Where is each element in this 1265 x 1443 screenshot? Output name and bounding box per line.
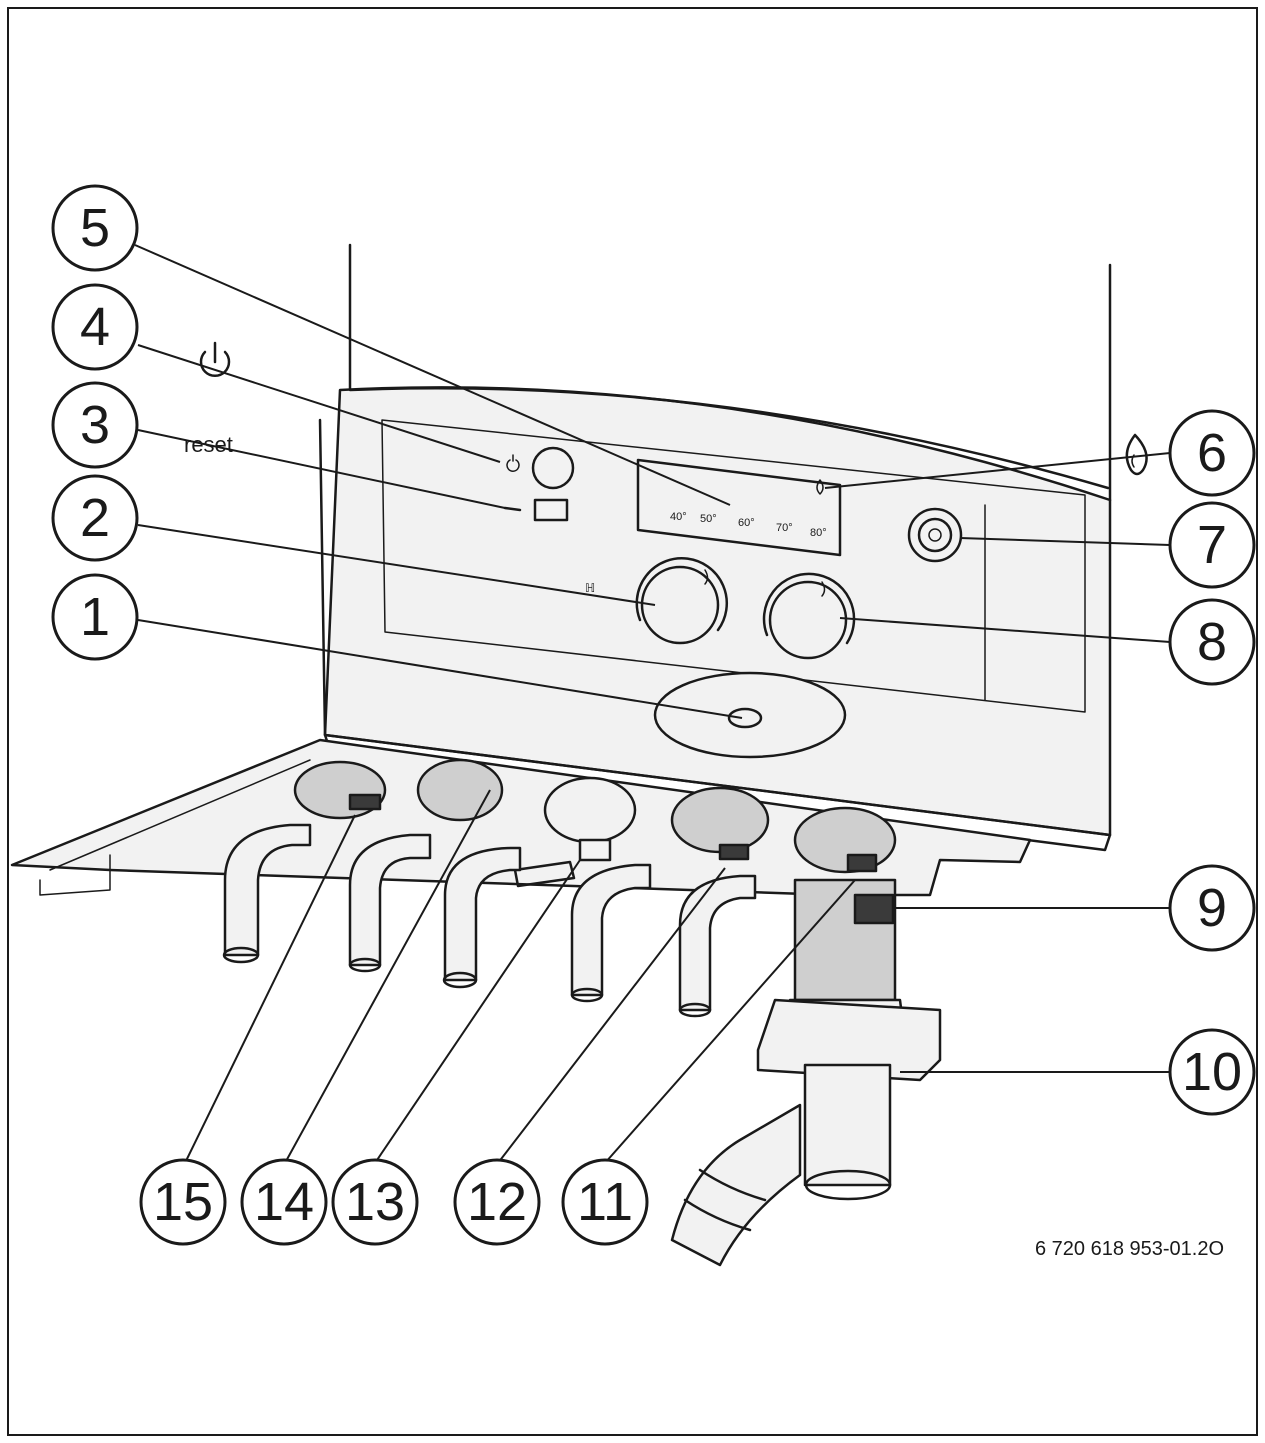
svg-text:2: 2: [80, 488, 110, 548]
valves: [293, 758, 897, 888]
figure-frame: [7, 7, 1258, 1436]
display-scale-40: 40°: [670, 511, 687, 523]
svg-text:14: 14: [254, 1172, 314, 1232]
display-scale-80: 80°: [810, 527, 827, 539]
svg-text:3: 3: [80, 395, 110, 455]
heating-temperature-knob: ℍ: [585, 557, 729, 645]
flame-icon: [1125, 433, 1148, 476]
svg-text:ℍ: ℍ: [585, 581, 595, 595]
pressure-gauge-window: [653, 671, 847, 759]
svg-text:10: 10: [1182, 1042, 1242, 1102]
chimney-sweep-button: [907, 507, 963, 563]
callout-4: 4: [51, 283, 139, 371]
svg-text:1: 1: [80, 587, 110, 647]
svg-text:7: 7: [1197, 515, 1227, 575]
power-icon: [199, 341, 231, 378]
callout-14: 14: [240, 1158, 328, 1246]
callout-15: 15: [139, 1158, 227, 1246]
callout-7: 7: [1168, 501, 1256, 589]
callout-10: 10: [1168, 1028, 1256, 1116]
reset-label: reset: [184, 432, 233, 457]
callout-5: 5: [51, 184, 139, 272]
pipes: [222, 823, 757, 1018]
svg-text:6: 6: [1197, 423, 1227, 483]
callout-6: 6: [1168, 409, 1256, 497]
callout-1: 1: [51, 573, 139, 661]
display-flame-icon: [816, 479, 824, 495]
figure-code: 6 720 618 953-01.2O: [1035, 1238, 1224, 1260]
reset-button: [533, 498, 569, 522]
callout-13: 13: [331, 1158, 419, 1246]
main-switch-small-icon: [506, 454, 520, 472]
svg-text:13: 13: [345, 1172, 405, 1232]
hot-water-temperature-knob: [762, 572, 856, 660]
temperature-display: 40° 50° 60° 70° 80°: [636, 458, 842, 557]
main-switch-button: [531, 446, 575, 490]
leader-lines: [134, 244, 1171, 1164]
callout-2: 2: [51, 474, 139, 562]
callout-3: 3: [51, 381, 139, 469]
svg-text:8: 8: [1197, 612, 1227, 672]
display-scale-50: 50°: [700, 513, 717, 525]
svg-text:5: 5: [80, 198, 110, 258]
callout-8: 8: [1168, 598, 1256, 686]
svg-text:11: 11: [577, 1172, 633, 1232]
svg-text:15: 15: [153, 1172, 213, 1232]
svg-text:12: 12: [467, 1172, 527, 1232]
display-scale-70: 70°: [776, 522, 793, 534]
callout-11: 11: [561, 1158, 649, 1246]
callout-9: 9: [1168, 864, 1256, 952]
condensate-siphon: [670, 878, 942, 1267]
svg-text:9: 9: [1197, 878, 1227, 938]
callout-12: 12: [453, 1158, 541, 1246]
display-scale-60: 60°: [738, 517, 755, 529]
svg-text:4: 4: [80, 297, 110, 357]
